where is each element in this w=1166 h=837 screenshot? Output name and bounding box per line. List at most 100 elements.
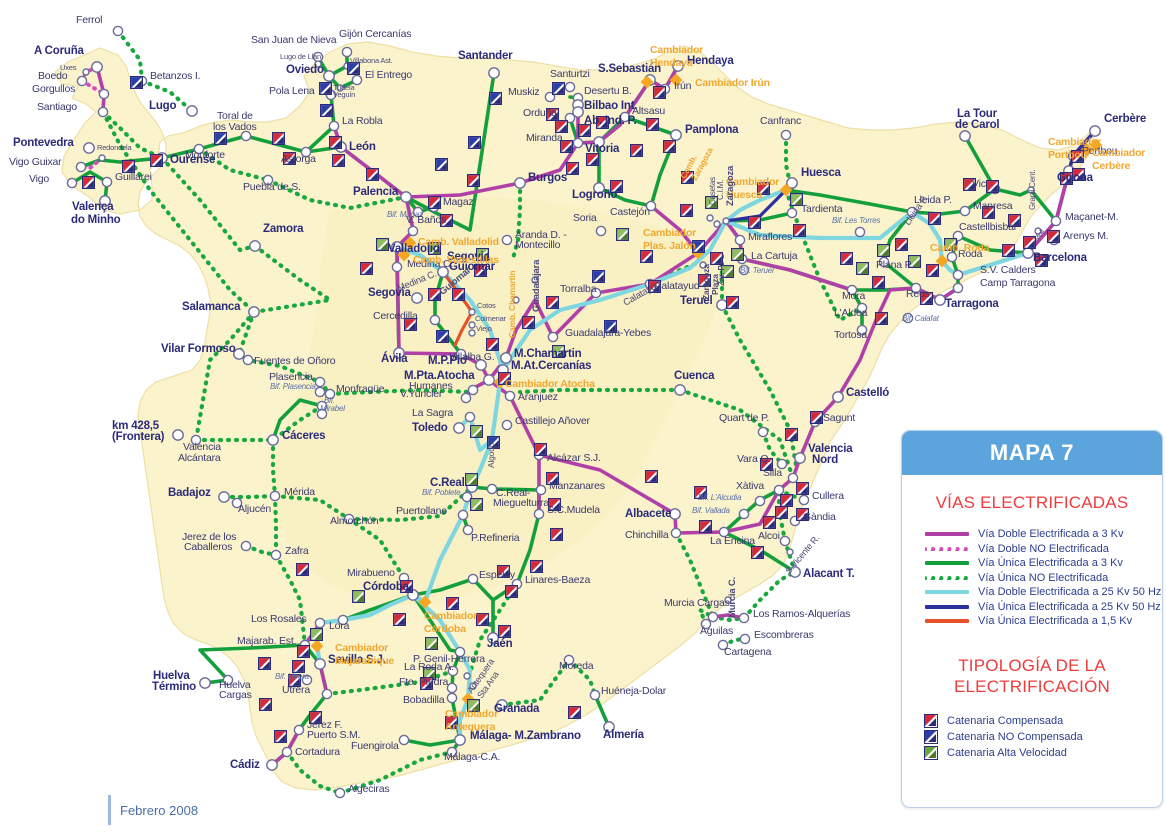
station-node[interactable]: [300, 146, 312, 158]
station-node[interactable]: [314, 376, 326, 388]
station-node[interactable]: [486, 483, 498, 495]
station-node[interactable]: [242, 354, 254, 366]
station-node[interactable]: [446, 682, 458, 694]
station-node[interactable]: [437, 266, 449, 278]
station-node[interactable]: [455, 348, 467, 360]
station-node[interactable]: [199, 677, 211, 689]
station-node[interactable]: [328, 120, 340, 132]
station-node[interactable]: [934, 294, 946, 306]
station-node[interactable]: [446, 692, 458, 704]
station-node[interactable]: [343, 513, 355, 525]
station-node[interactable]: [780, 129, 792, 141]
station-node[interactable]: [722, 217, 730, 225]
station-node[interactable]: [411, 292, 423, 304]
station-node[interactable]: [832, 391, 844, 403]
station-node[interactable]: [619, 111, 631, 123]
station-node[interactable]: [906, 206, 918, 218]
station-node[interactable]: [336, 84, 344, 92]
station-node[interactable]: [1034, 227, 1042, 235]
station-node[interactable]: [786, 207, 798, 219]
station-node[interactable]: [301, 674, 313, 686]
station-node[interactable]: [590, 287, 602, 299]
station-node[interactable]: [337, 614, 349, 626]
station-node[interactable]: [321, 688, 333, 700]
station-node[interactable]: [240, 540, 252, 552]
station-node[interactable]: [856, 324, 868, 336]
station-node[interactable]: [454, 734, 466, 746]
station-node[interactable]: [501, 419, 513, 431]
station-node[interactable]: [738, 612, 750, 624]
station-node[interactable]: [83, 142, 95, 154]
station-node[interactable]: [757, 426, 769, 438]
station-node[interactable]: [172, 429, 184, 441]
station-node[interactable]: [1050, 215, 1062, 227]
station-node[interactable]: [469, 682, 477, 690]
station-node[interactable]: [429, 314, 441, 326]
station-node[interactable]: [231, 497, 243, 509]
station-node[interactable]: [314, 60, 322, 68]
station-node[interactable]: [672, 60, 684, 72]
station-node[interactable]: [99, 195, 111, 207]
station-node[interactable]: [190, 434, 202, 446]
station-node[interactable]: [669, 508, 681, 520]
station-node[interactable]: [334, 787, 346, 799]
station-node[interactable]: [739, 633, 751, 645]
station-node[interactable]: [786, 548, 794, 556]
station-node[interactable]: [706, 214, 714, 222]
station-node[interactable]: [398, 734, 410, 746]
station-node[interactable]: [266, 759, 278, 771]
station-node[interactable]: [707, 611, 719, 623]
station-node[interactable]: [314, 617, 326, 629]
station-node[interactable]: [535, 484, 547, 496]
station-node[interactable]: [461, 491, 473, 503]
station-node[interactable]: [700, 618, 712, 630]
station-node[interactable]: [249, 240, 261, 252]
station-node[interactable]: [233, 348, 245, 360]
station-node[interactable]: [97, 106, 109, 118]
station-node[interactable]: [724, 596, 732, 604]
station-node[interactable]: [487, 632, 499, 644]
station-node[interactable]: [846, 284, 858, 296]
station-node[interactable]: [468, 329, 476, 337]
station-node[interactable]: [952, 269, 964, 281]
station-node[interactable]: [457, 509, 469, 521]
station-node[interactable]: [314, 658, 326, 670]
station-node[interactable]: [240, 130, 252, 142]
station-node[interactable]: [699, 261, 707, 269]
station-node[interactable]: [959, 205, 971, 217]
station-node[interactable]: [446, 746, 458, 758]
station-node[interactable]: [186, 105, 198, 117]
station-node[interactable]: [475, 359, 487, 371]
station-node[interactable]: [101, 176, 113, 188]
station-node[interactable]: [563, 654, 575, 666]
station-node[interactable]: [222, 674, 234, 686]
station-node[interactable]: [754, 495, 766, 507]
station-node[interactable]: [501, 234, 513, 246]
station-node[interactable]: [293, 724, 305, 736]
station-node[interactable]: [316, 408, 328, 420]
station-node[interactable]: [412, 206, 424, 218]
station-node[interactable]: [468, 321, 476, 329]
station-node[interactable]: [779, 535, 791, 547]
station-node[interactable]: [488, 67, 500, 79]
station-node[interactable]: [670, 129, 682, 141]
station-node[interactable]: [467, 573, 479, 585]
station-node[interactable]: [572, 106, 584, 118]
station-node[interactable]: [391, 261, 403, 273]
station-node[interactable]: [718, 526, 730, 538]
station-node[interactable]: [281, 746, 293, 758]
station-node[interactable]: [798, 494, 810, 506]
station-node[interactable]: [391, 241, 403, 253]
station-node[interactable]: [514, 177, 526, 189]
station-node[interactable]: [564, 81, 576, 93]
gauge-changer-marker[interactable]: [397, 248, 411, 262]
station-node[interactable]: [463, 672, 471, 680]
station-node[interactable]: [589, 689, 601, 701]
station-node[interactable]: [504, 390, 516, 402]
station-node[interactable]: [193, 143, 205, 155]
station-node[interactable]: [773, 484, 785, 496]
station-node[interactable]: [1089, 125, 1101, 137]
station-node[interactable]: [262, 174, 274, 186]
station-node[interactable]: [407, 225, 419, 237]
station-node[interactable]: [270, 549, 282, 561]
